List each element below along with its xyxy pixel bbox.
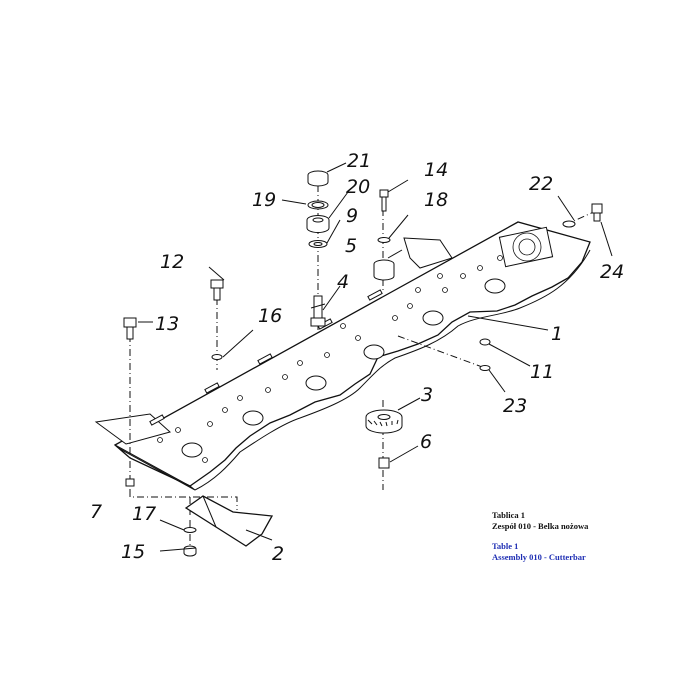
beam-right-bracket	[403, 237, 453, 269]
label-part-7: 7	[90, 501, 102, 523]
beam-lower-edge	[194, 249, 591, 491]
beam-slot	[204, 382, 220, 394]
label-part-13: 13	[155, 313, 179, 335]
part-13-bolt	[123, 317, 137, 340]
label-part-5: 5	[345, 235, 357, 257]
disc-boss	[422, 310, 444, 326]
label-part-22: 22	[529, 173, 553, 195]
part-15-nut	[183, 545, 197, 557]
part-19-circlip	[307, 200, 329, 210]
label-part-21: 21	[347, 150, 371, 172]
beam-slot	[257, 353, 273, 365]
disc-boss	[484, 278, 506, 294]
part-9-washer	[308, 240, 328, 248]
label-part-11: 11	[530, 361, 554, 383]
label-part-4: 4	[337, 271, 349, 293]
part-2-skid	[184, 495, 274, 547]
part-12-bolt	[210, 279, 224, 301]
leader-lines	[138, 162, 613, 552]
label-part-23: 23	[503, 395, 527, 417]
caption-spacer	[492, 532, 588, 541]
gearbox-bore	[518, 238, 536, 256]
part-7-nut	[125, 478, 135, 487]
beam-slot	[367, 289, 383, 301]
disc-boss	[181, 442, 203, 458]
part-24-bolt	[591, 203, 603, 222]
part-5-hub	[373, 259, 395, 281]
caption-subtitle-english: Assembly 010 - Cutterbar	[492, 552, 586, 562]
label-part-16: 16	[258, 305, 282, 327]
label-part-18: 18	[424, 189, 448, 211]
label-part-3: 3	[421, 384, 433, 406]
label-part-14: 14	[424, 159, 448, 181]
label-part-9: 9	[346, 205, 358, 227]
disc-boss	[305, 375, 327, 391]
part-18-washer	[377, 237, 391, 243]
label-part-24: 24	[600, 261, 624, 283]
part-23-washer	[479, 365, 491, 371]
label-part-1: 1	[551, 323, 563, 345]
label-part-17: 17	[132, 503, 156, 525]
part-22-washer	[562, 220, 576, 228]
part-6-bolt	[378, 457, 390, 469]
label-part-19: 19	[252, 189, 276, 211]
caption-title-polish: Tablica 1	[492, 510, 525, 520]
caption-subtitle-polish: Zespół 010 - Belka nożowa	[492, 521, 589, 531]
part-number-labels: 1 2 3 4 5 6 7 9 11 12 13 14 15 16 17 18 …	[90, 150, 624, 565]
part-4-drive-shaft	[310, 295, 326, 327]
caption-title-english: Table 1	[492, 541, 519, 551]
part-17-washer	[183, 527, 197, 533]
disc-boss	[363, 344, 385, 360]
disc-bosses	[181, 278, 506, 458]
cutterbar-beam	[94, 221, 591, 491]
part-14-bolt	[379, 189, 389, 212]
part-21-seal-cap	[307, 170, 329, 187]
label-part-15: 15	[121, 541, 145, 563]
label-part-2: 2	[272, 543, 284, 565]
label-part-20: 20	[346, 176, 370, 198]
label-part-6: 6	[420, 431, 432, 453]
part-11-cap	[479, 338, 491, 346]
table-caption: Tablica 1 Zespół 010 - Belka nożowa Tabl…	[492, 510, 588, 563]
part-3-gear	[365, 409, 403, 434]
part-20-bearing	[306, 215, 330, 233]
beam-bolt-holes	[157, 255, 503, 463]
disc-boss	[242, 410, 264, 426]
part-16-nut	[211, 354, 223, 360]
label-part-12: 12	[160, 251, 184, 273]
beam-slot	[149, 414, 165, 426]
